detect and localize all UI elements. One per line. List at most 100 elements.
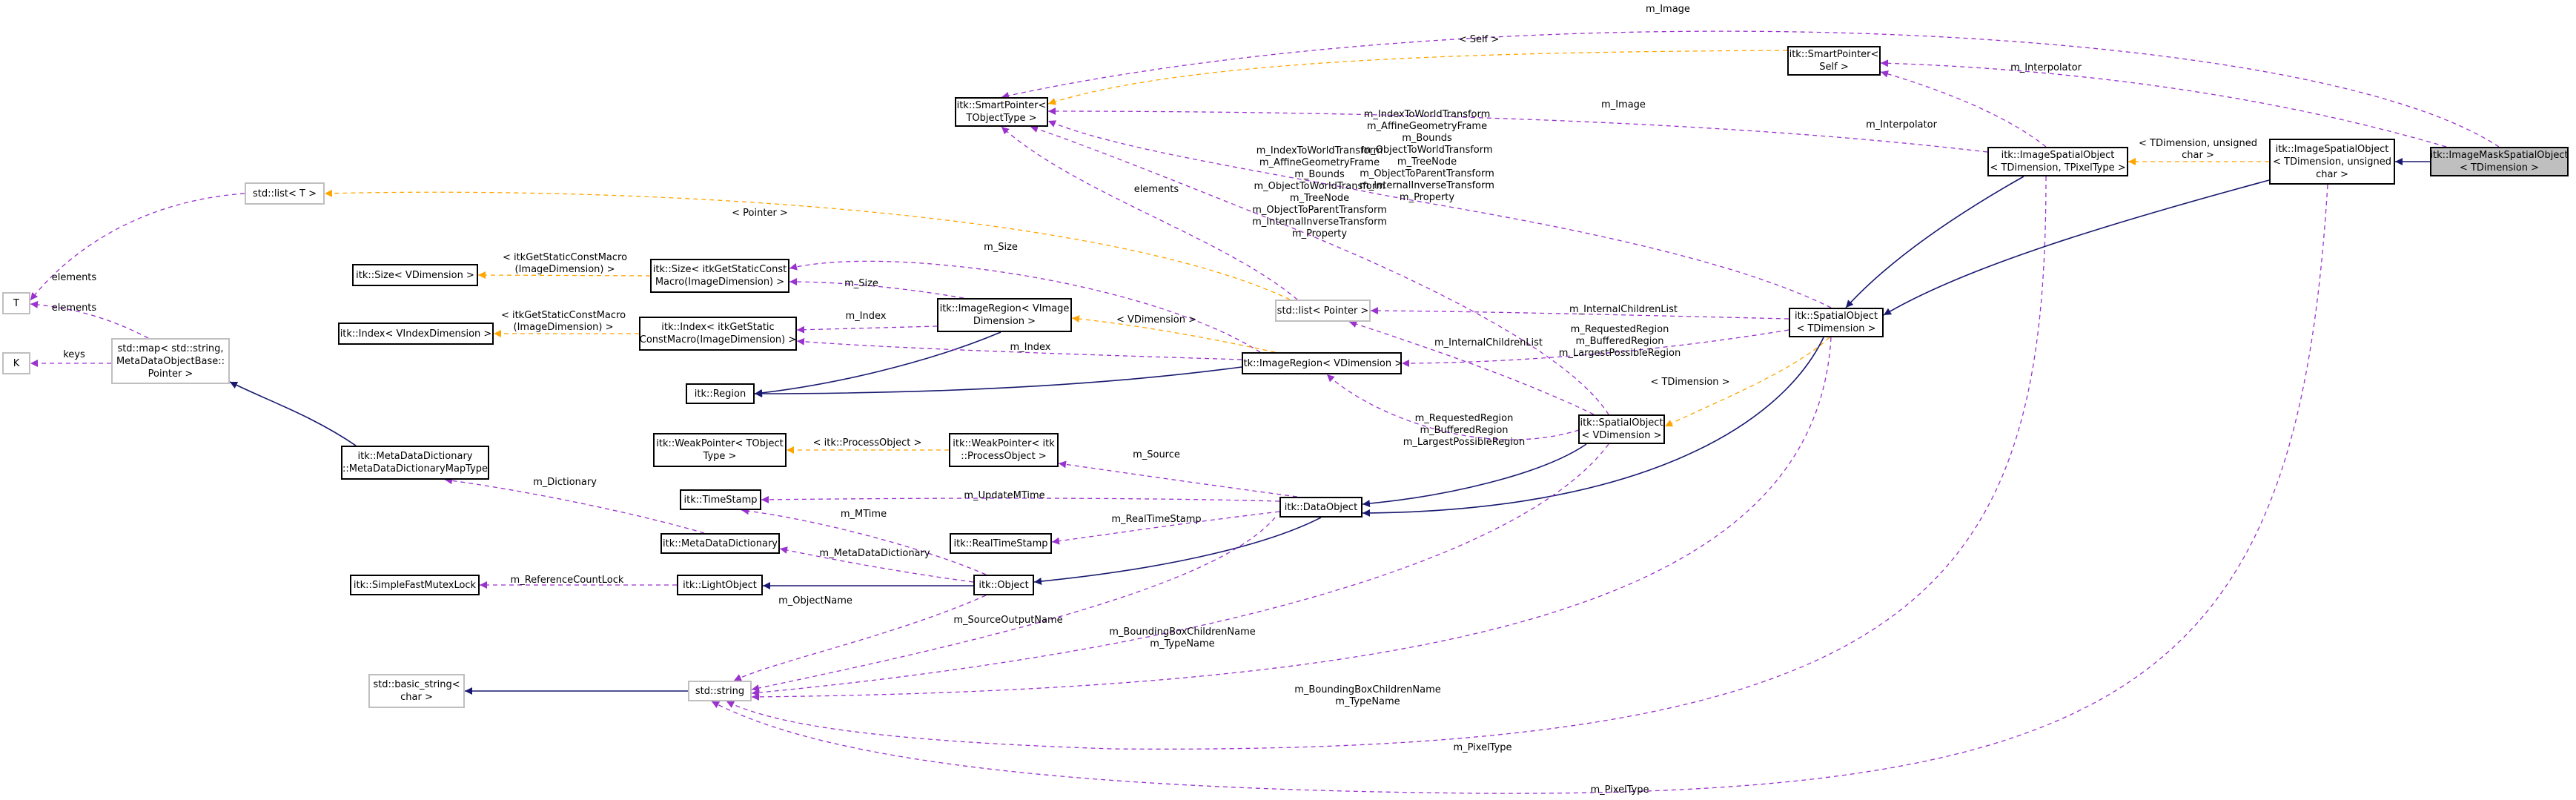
- node-index-static-const[interactable]: itk::Index< itkGetStatic ConstMacro(Imag…: [639, 317, 797, 351]
- edge-label-m-index-a: m_Index: [846, 311, 887, 322]
- node-imageregion-vdimension[interactable]: itk::ImageRegion< VDimension >: [1241, 352, 1403, 374]
- node-std-list-t[interactable]: std::list< T >: [245, 182, 325, 205]
- edge-spatialobjv-bbox-to-stdstring: [751, 443, 1609, 697]
- edge-spatialobjv-to-spatialobjt: [1664, 337, 1830, 427]
- node-imagemaskspatialobject[interactable]: itk::ImageMaskSpatialObject < TDimension…: [2430, 147, 2569, 176]
- edge-label-line: m_Index: [846, 311, 887, 322]
- node-weakpointer-tobjecttype-line2: Type >: [703, 451, 737, 462]
- edge-spatialobjv-regions-to-imgregionv: [1326, 374, 1580, 440]
- edge-metadict-dictionary-to-metadictmap: [444, 477, 705, 534]
- edge-label-elements-b: elements: [52, 303, 97, 314]
- node-object[interactable]: itk::Object: [973, 575, 1034, 595]
- edge-label-line: m_BoundingBoxChildrenName: [1294, 684, 1440, 695]
- edge-label-line: m_Property: [1400, 192, 1454, 203]
- edge-label-m-metadatadictionary: m_MetaDataDictionary: [819, 548, 930, 559]
- edge-label-line: m_LargestPossibleRegion: [1403, 437, 1525, 448]
- node-size-vdimension[interactable]: itk::Size< VDimension >: [352, 264, 478, 286]
- node-realtimestamp[interactable]: itk::RealTimeStamp: [950, 533, 1052, 554]
- edge-spatialobjt-to-imagesou: [1883, 179, 2270, 316]
- edge-label-m-refcountlock: m_ReferenceCountLock: [511, 575, 624, 586]
- node-imagespatialobject-tpixeltype[interactable]: itk::ImageSpatialObject < TDimension, TP…: [1987, 147, 2128, 176]
- edge-label-line: m_TypeName: [1335, 696, 1400, 707]
- node-t[interactable]: T: [2, 292, 30, 314]
- edge-label-line: < itk::ProcessObject >: [813, 437, 922, 449]
- edge-label-m-interpolator-a: m_Interpolator: [2010, 62, 2082, 73]
- node-imagespatialobject-unsigned-char-line2: < TDimension, unsigned: [2273, 156, 2391, 168]
- edge-spatialobjt-children-to-stdlistp: [1370, 307, 1789, 320]
- edge-stdmap-to-metadictmap: [229, 381, 357, 446]
- edge-label-m-index-b: m_Index: [1010, 342, 1051, 353]
- node-region[interactable]: itk::Region: [686, 383, 755, 404]
- edge-label-line: m_ObjectName: [778, 595, 852, 606]
- edge-label-index-tmpl: < itkGetStaticConstMacro(ImageDimension)…: [501, 310, 626, 333]
- edge-dataobject-sourceoutput-to-stdstring: [751, 517, 1276, 692]
- node-spatialobject-tdimension[interactable]: itk::SpatialObject < TDimension >: [1789, 308, 1884, 337]
- node-weakpointer-processobject-line2: ::ProcessObject >: [961, 451, 1047, 462]
- edge-label-line: m_TreeNode: [1290, 193, 1349, 204]
- edge-stdlistp-pointer-to-stdlistt: [324, 189, 1291, 300]
- node-spatialobject-vdimension[interactable]: itk::SpatialObject < VDimension >: [1578, 414, 1665, 444]
- node-std-string[interactable]: std::string: [688, 681, 752, 701]
- node-basic-string[interactable]: std::basic_string< char >: [368, 674, 465, 708]
- node-size-static-const[interactable]: itk::Size< itkGetStaticConst Macro(Image…: [650, 259, 789, 293]
- node-metadatadictionarymaptype[interactable]: itk::MetaDataDictionary ::MetaDataDictio…: [341, 446, 489, 480]
- edge-label-line: m_InternalChildrenList: [1569, 304, 1678, 315]
- node-index-vindexdimension[interactable]: itk::Index< VIndexDimension >: [338, 323, 494, 345]
- edge-label-line: m_BoundingBoxChildrenName: [1109, 627, 1255, 638]
- edge-dataobject-realtime-to-realtimestamp: [1051, 511, 1280, 545]
- node-basic-string-line1: std::basic_string<: [373, 679, 460, 690]
- edge-object-to-dataobject: [1033, 517, 1322, 586]
- edge-label-line: m_IndexToWorldTransform: [1364, 109, 1491, 120]
- node-std-map-line2: MetaDataObjectBase::: [116, 355, 225, 367]
- node-smartpointer-self-line1: itk::SmartPointer<: [1789, 49, 1879, 60]
- node-metadatadictionary[interactable]: itk::MetaDataDictionary: [660, 533, 780, 554]
- node-region-line1: itk::Region: [694, 388, 746, 400]
- edge-labels: m_Image < Self > m_Interpolator m_Interpola…: [52, 4, 2257, 796]
- edge-label-line: m_Image: [1601, 99, 1646, 110]
- node-timestamp[interactable]: itk::TimeStamp: [680, 489, 761, 510]
- edge-label-line: m_LargestPossibleRegion: [1559, 348, 1681, 359]
- node-k[interactable]: K: [2, 352, 30, 374]
- edge-label-line: m_Image: [1646, 4, 1690, 15]
- edge-label-line: m_Source: [1133, 449, 1180, 460]
- node-size-vdimension-line1: itk::Size< VDimension >: [356, 269, 474, 281]
- node-std-map[interactable]: std::map< std::string, MetaDataObjectBas…: [111, 338, 230, 384]
- edge-imgregionv-to-imgregionvi: [1071, 315, 1276, 353]
- edge-label-m-sourceoutputname: m_SourceOutputName: [953, 615, 1062, 626]
- edge-label-line: m_BufferedRegion: [1575, 336, 1663, 347]
- edge-label-vdim-tmpl: < VDimension >: [1116, 314, 1196, 325]
- edge-label-line: (ImageDimension) >: [515, 264, 615, 275]
- edge-label-line: < Self >: [1459, 34, 1500, 45]
- node-imagespatialobject-unsigned-char[interactable]: itk::ImageSpatialObject < TDimension, un…: [2269, 139, 2395, 185]
- node-basic-string-line2: char >: [400, 692, 433, 703]
- node-smartpointer-self-line2: Self >: [1819, 62, 1849, 73]
- edge-label-line: m_RequestedRegion: [1571, 324, 1669, 335]
- node-smartpointer-self[interactable]: itk::SmartPointer< Self >: [1787, 46, 1881, 76]
- edge-label-line: m_InternalChildrenList: [1434, 337, 1543, 348]
- edge-label-line: m_Index: [1010, 342, 1051, 353]
- node-smartpointer-tobjecttype[interactable]: itk::SmartPointer< TObjectType >: [955, 97, 1048, 127]
- edge-label-line: m_AffineGeometryFrame: [1259, 157, 1380, 168]
- node-std-list-pointer[interactable]: std::list< Pointer >: [1275, 300, 1371, 322]
- node-weakpointer-processobject[interactable]: itk::WeakPointer< itk ::ProcessObject >: [949, 433, 1059, 467]
- edge-label-line: keys: [63, 349, 85, 360]
- node-dataobject[interactable]: itk::DataObject: [1279, 497, 1363, 518]
- node-imageregion-vimagedimension[interactable]: itk::ImageRegion< VImage Dimension >: [937, 298, 1072, 332]
- node-simplefastmutexlock[interactable]: itk::SimpleFastMutexLock: [350, 575, 480, 595]
- edge-label-line: m_MetaDataDictionary: [819, 548, 930, 559]
- node-lightobject[interactable]: itk::LightObject: [677, 575, 763, 595]
- edge-smartself-to-smartt: [1047, 50, 1788, 105]
- node-index-static-const-line1: itk::Index< itkGetStatic: [661, 322, 775, 333]
- edge-label-line: m_PixelType: [1453, 742, 1512, 753]
- node-weakpointer-tobjecttype-line1: itk::WeakPointer< TObject: [656, 438, 784, 449]
- edge-label-line: m_Interpolator: [1866, 119, 1938, 130]
- node-lightobject-line1: itk::LightObject: [683, 579, 757, 591]
- node-imageregion-vimagedimension-line1: itk::ImageRegion< VImage: [939, 303, 1070, 314]
- edge-label-m-size-a: m_Size: [984, 242, 1018, 253]
- edge-label-line: elements: [1134, 184, 1179, 195]
- edge-imagesou-pixel-to-stdstring: [711, 184, 2328, 794]
- node-weakpointer-tobjecttype[interactable]: itk::WeakPointer< TObject Type >: [653, 433, 787, 467]
